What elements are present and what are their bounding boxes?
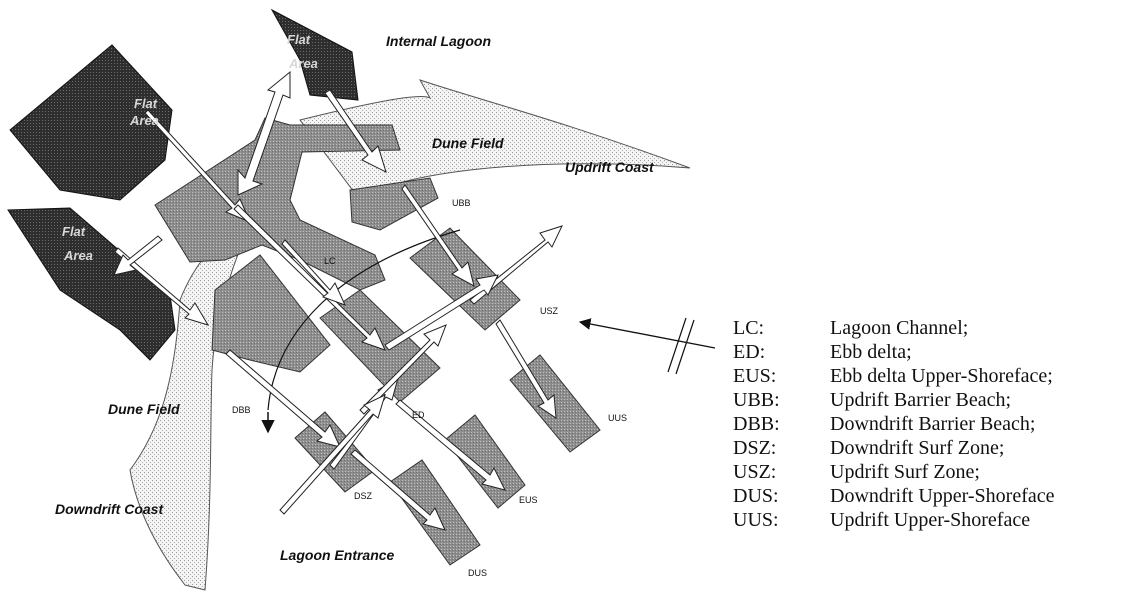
legend-row: DBB: Downdrift Barrier Beach;: [733, 412, 1055, 436]
legend-row: EUS: Ebb delta Upper-Shoreface;: [733, 364, 1055, 388]
legend-desc: Updrift Barrier Beach;: [830, 389, 1012, 411]
legend-row: DSZ: Downdrift Surf Zone;: [733, 436, 1055, 460]
legend-abbr: LC:: [733, 317, 765, 339]
internal-lagoon-label: Internal Lagoon: [386, 33, 491, 49]
arrow-flat-top-lagoon: [237, 70, 291, 196]
arrow-dsz-dus: [350, 449, 446, 531]
ubb-label: UBB: [452, 198, 471, 208]
flat-area-top-label-1: Flat: [287, 32, 311, 47]
lagoon-channel-shape: [154, 117, 401, 291]
dune-field-top-label: Dune Field: [432, 135, 504, 151]
legend: LC: Lagoon Channel; ED: Ebb delta; EUS: Ebb…: [733, 316, 1055, 532]
flat-area-left-label-1: Flat: [134, 96, 158, 111]
arrow-lagoon-channel-down: [233, 204, 386, 351]
legend-desc: Lagoon Channel;: [830, 317, 969, 339]
wave-break-mark-1: [667, 317, 687, 373]
flat-area-lower-left-shape: [7, 207, 176, 361]
legend-row: USZ: Updrift Surf Zone;: [733, 460, 1055, 484]
legend-row: UUS: Updrift Upper-Shoreface: [733, 508, 1055, 532]
legend-desc: Downdrift Barrier Beach;: [830, 413, 1036, 435]
usz-label: USZ: [540, 306, 559, 316]
legend-abbr: UBB:: [733, 389, 780, 411]
legend-abbr: USZ:: [733, 461, 777, 483]
arrow-lagoon-entrance: [279, 394, 386, 515]
legend-row: LC: Lagoon Channel;: [733, 316, 1055, 340]
legend-abbr: EUS:: [733, 365, 777, 387]
downdrift-coast-label: Downdrift Coast: [55, 501, 164, 517]
flat-area-lower-label-1: Flat: [62, 224, 86, 239]
legend-abbr: DUS:: [733, 485, 779, 507]
legend-desc: Downdrift Surf Zone;: [830, 437, 1005, 459]
uus-label: UUS: [608, 413, 627, 423]
dus-label: DUS: [468, 568, 487, 578]
legend-abbr: DBB:: [733, 413, 780, 435]
legend-desc: Ebb delta;: [830, 341, 912, 363]
flat-area-lower-label-2: Area: [63, 248, 93, 263]
legend-row: DUS: Downdrift Upper-Shoreface: [733, 484, 1055, 508]
ubb-unit-shape: [349, 177, 439, 231]
legend-abbr: DSZ:: [733, 437, 777, 459]
wave-break-mark-2: [675, 319, 695, 375]
lc-label: LC: [324, 256, 336, 266]
dbb-unit-shape: [211, 254, 331, 373]
legend-abbr: UUS:: [733, 509, 779, 531]
arrow-flat-left-lagoon: [144, 109, 251, 223]
flat-area-left-shape: [9, 44, 173, 201]
arrow-lc-dbb-left: [113, 235, 163, 276]
arrow-usz-uus: [495, 319, 557, 419]
eus-label: EUS: [519, 495, 538, 505]
arrow-ed-eus: [395, 399, 506, 491]
dune-field-upper-shape: [299, 79, 691, 201]
ed-label: ED: [412, 410, 425, 420]
legend-desc: Ebb delta Upper-Shoreface;: [830, 365, 1053, 387]
wave-direction-arrow: [578, 318, 716, 349]
circulation-arc-large: [267, 229, 461, 411]
updrift-coast-label: Updrift Coast: [565, 159, 655, 175]
lagoon-entrance-label: Lagoon Entrance: [280, 547, 395, 563]
legend-row: UBB: Updrift Barrier Beach;: [733, 388, 1055, 412]
legend-desc: Updrift Upper-Shoreface: [830, 509, 1031, 531]
dsz-label: DSZ: [354, 491, 373, 501]
flat-area-left-label-2: Area: [129, 113, 159, 128]
arrow-flat-top-dune: [324, 89, 387, 173]
dune-field-bottom-label: Dune Field: [108, 401, 180, 417]
legend-desc: Updrift Surf Zone;: [830, 461, 980, 483]
transport-arrows: [113, 70, 563, 531]
dbb-label: DBB: [232, 405, 251, 415]
legend-row: ED: Ebb delta;: [733, 340, 1055, 364]
arrow-lc-dbb: [281, 239, 346, 306]
arrow-dbb-dsz: [225, 349, 341, 448]
arrow-ed-usz: [384, 274, 499, 351]
eus-unit-shape: [444, 414, 526, 509]
arrow-ubb-dune: [401, 184, 475, 287]
flat-area-top-label-2: Area: [288, 56, 318, 71]
legend-abbr: ED:: [733, 341, 766, 363]
legend-desc: Downdrift Upper-Shoreface: [830, 485, 1055, 507]
